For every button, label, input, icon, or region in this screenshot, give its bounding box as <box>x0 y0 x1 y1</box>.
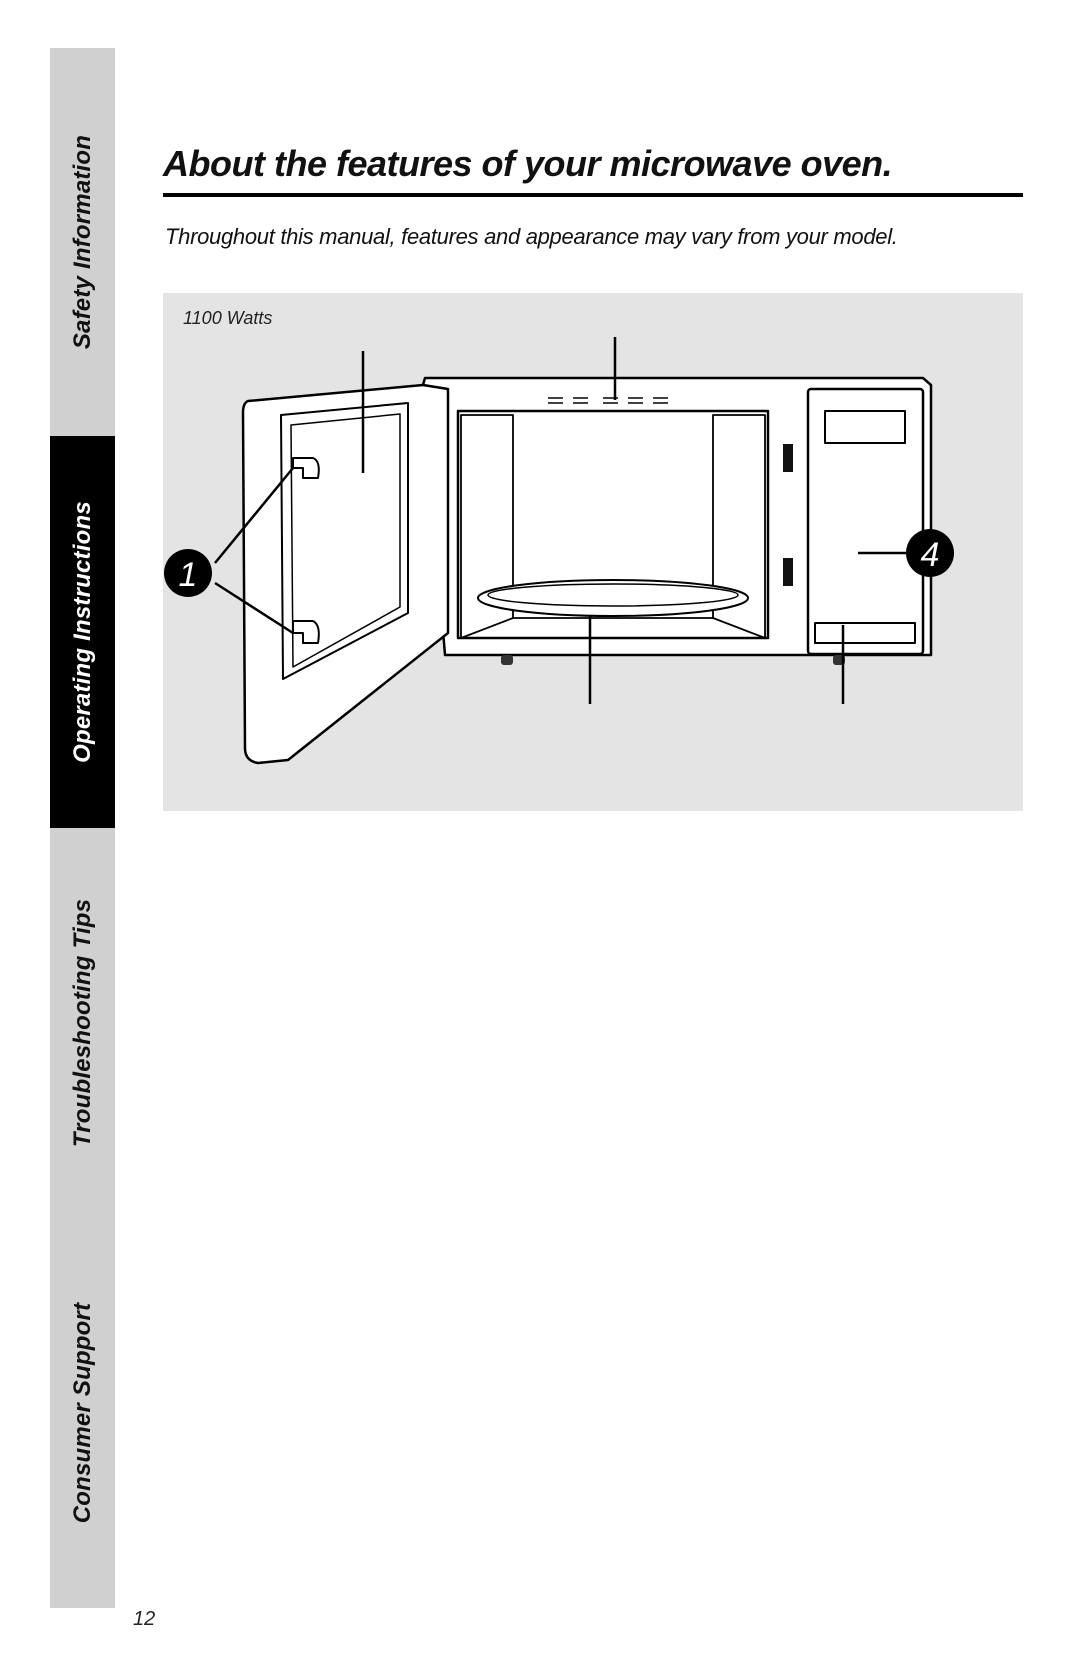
door-latch <box>292 620 320 644</box>
page-subtitle: Throughout this manual, features and app… <box>165 224 898 249</box>
tab-label: Troubleshooting Tips <box>68 898 96 1148</box>
title-rule <box>163 193 1023 197</box>
tab-label: Safety Information <box>68 134 96 350</box>
tab-label: Operating Instructions <box>68 501 96 763</box>
leader-line-latch-top <box>214 467 294 564</box>
oven-cavity <box>456 409 770 640</box>
tab-troubleshooting-tips[interactable]: Troubleshooting Tips <box>50 828 115 1219</box>
wattage-label: 1100 Watts <box>183 308 273 328</box>
page-title: About the features of your microwave ove… <box>163 143 893 184</box>
latch-slot <box>783 444 793 472</box>
vent-icon <box>548 397 668 404</box>
callout-1: 1 <box>179 556 198 594</box>
tab-label: Consumer Support <box>68 1302 96 1524</box>
callout-marker-1 <box>164 549 212 597</box>
tab-safety-information[interactable]: Safety Information <box>50 48 115 437</box>
microwave-figure-panel: 1100 Watts <box>163 293 1023 811</box>
door-release-button <box>814 622 916 644</box>
tab-consumer-support[interactable]: Consumer Support <box>50 1218 115 1608</box>
control-panel <box>806 387 925 656</box>
display-window-icon <box>824 410 906 444</box>
oven-foot <box>501 655 513 665</box>
callout-marker-4 <box>906 529 954 577</box>
latch-slot <box>783 558 793 586</box>
microwave-illustration: 1 4 <box>164 337 954 765</box>
callout-4: 4 <box>921 536 940 574</box>
leader-line-latch-bottom <box>214 581 294 635</box>
door-latch <box>292 457 320 479</box>
tab-operating-instructions[interactable]: Operating Instructions <box>50 436 115 829</box>
section-tab-bar: Safety Information Operating Instruction… <box>50 48 115 1608</box>
page-number: 12 <box>133 1608 156 1630</box>
